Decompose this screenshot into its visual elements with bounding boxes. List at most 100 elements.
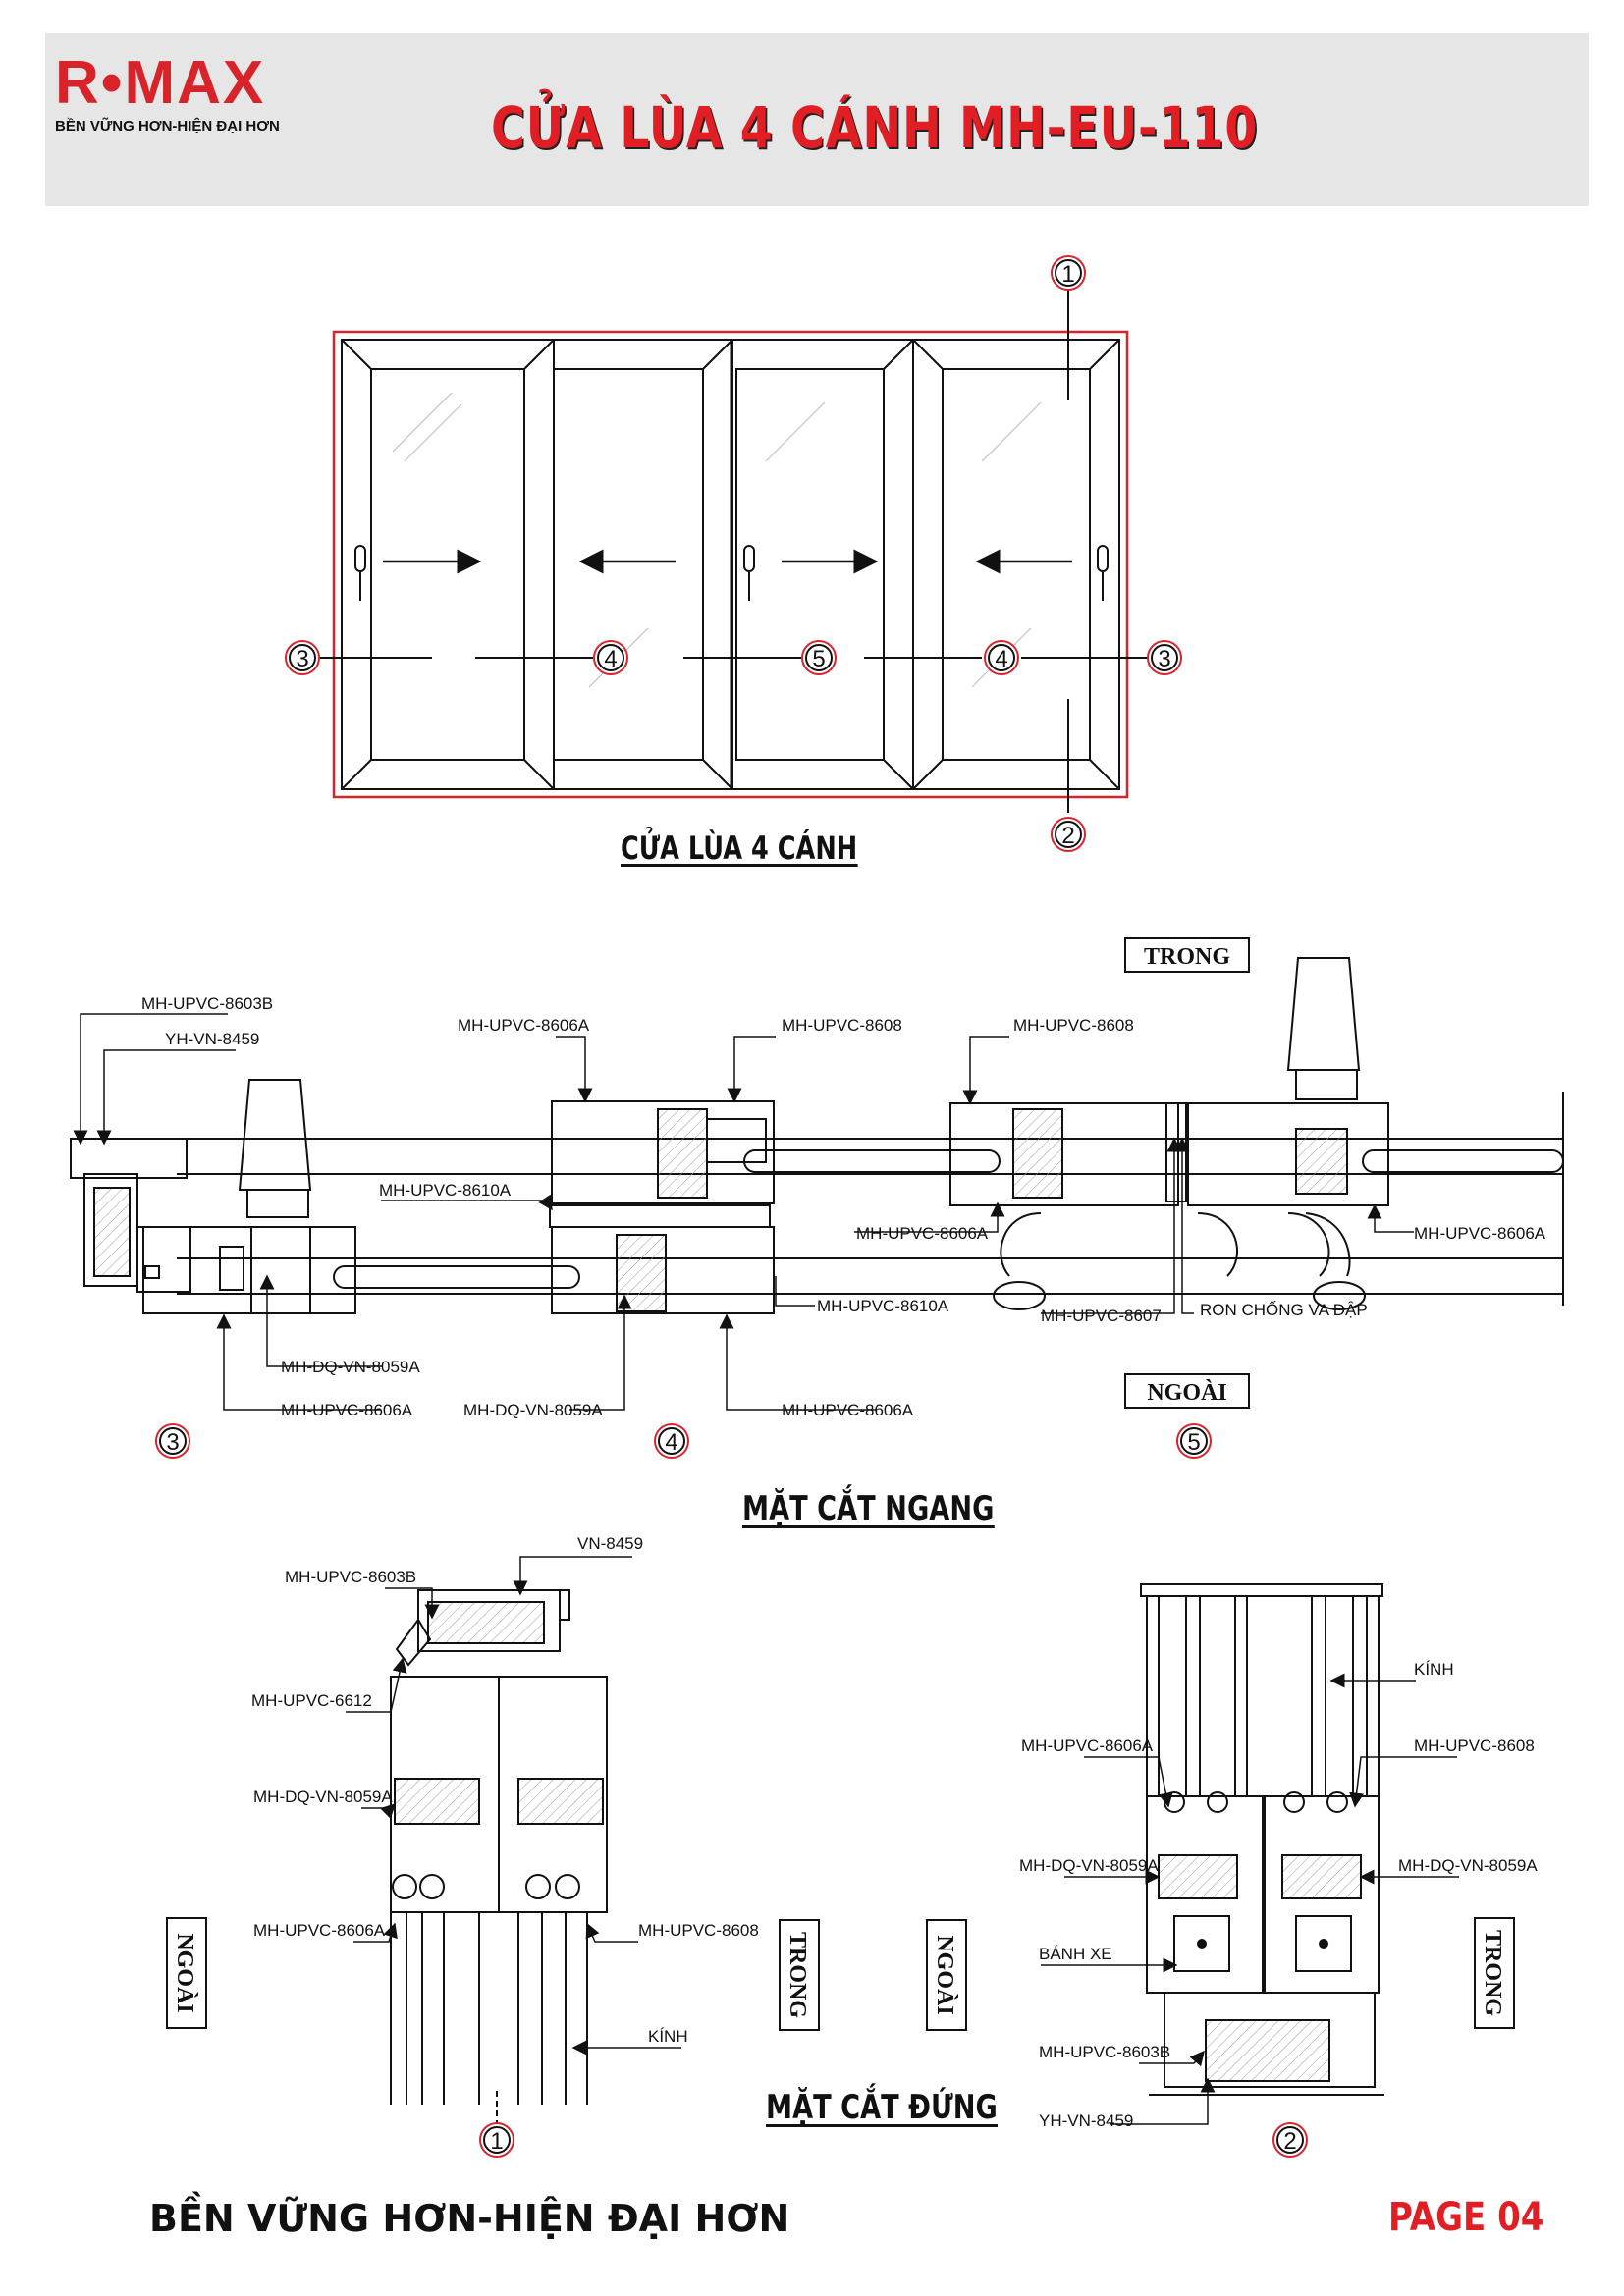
section-cut-lines bbox=[314, 287, 1149, 813]
side-tag-trong-2: TRONG bbox=[1474, 1917, 1515, 2029]
section-markers: 3 4 5 bbox=[155, 1423, 1212, 1459]
marker-5: 5 bbox=[801, 640, 837, 675]
svg-text:5: 5 bbox=[1187, 1429, 1200, 1456]
marker-4-section: 4 bbox=[654, 1423, 689, 1459]
svg-text:3: 3 bbox=[1158, 646, 1170, 672]
side-frame bbox=[70, 1138, 191, 1293]
side-tag-ngoai-2: NGOÀI bbox=[926, 1919, 967, 2031]
vertical-section-left bbox=[390, 1589, 608, 2130]
label-8608-left: MH-UPVC-8608 bbox=[638, 1921, 759, 1940]
label-8059a-left: MH-DQ-VN-8059A bbox=[253, 1788, 393, 1806]
label-8603b: MH-UPVC-8603B bbox=[141, 994, 273, 1013]
label-8606a-left: MH-UPVC-8606A bbox=[253, 1921, 386, 1940]
sash-4 bbox=[912, 339, 1120, 790]
label-8606a-mid: MH-UPVC-8606A bbox=[856, 1224, 989, 1243]
sash-center-right bbox=[949, 1102, 1564, 1206]
label-ron-chong-va-dap: RON CHỐNG VA ĐẬP bbox=[1200, 1300, 1368, 1319]
vertical-section-left-labels: VN-8459 MH-UPVC-8603B MH-UPVC-6612 MH-DQ… bbox=[251, 1534, 759, 2046]
svg-text:4: 4 bbox=[604, 646, 617, 672]
page-title: CỬA LÙA 4 CÁNH MH-EU-110 bbox=[491, 94, 1259, 161]
inside-tag: TRONG bbox=[1124, 937, 1250, 973]
vertical-section-caption: MẶT CẮT ĐỨNG bbox=[766, 2088, 998, 2127]
label-kinh-right: KÍNH bbox=[1414, 1660, 1454, 1679]
label-8607: MH-UPVC-8607 bbox=[1041, 1307, 1162, 1325]
footer-slogan: BỀN VỮNG HƠN-HIỆN ĐẠI HƠN bbox=[149, 2197, 790, 2240]
svg-text:4: 4 bbox=[995, 646, 1007, 672]
elevation-markers: 1 2 3 4 5 4 3 bbox=[285, 255, 1182, 852]
label-6612: MH-UPVC-6612 bbox=[251, 1691, 372, 1710]
side-tag-ngoai-1: NGOÀI bbox=[166, 1917, 207, 2029]
outside-tag: NGOÀI bbox=[1124, 1373, 1250, 1409]
sash-center-left bbox=[549, 1100, 1001, 1314]
svg-text:3: 3 bbox=[166, 1429, 179, 1456]
svg-text:NGOÀI: NGOÀI bbox=[172, 1933, 197, 2012]
label-banh-xe: BÁNH XE bbox=[1039, 1945, 1112, 1963]
vertical-section-right-labels: KÍNH MH-UPVC-8606A MH-UPVC-8608 MH-DQ-VN… bbox=[1019, 1660, 1538, 2130]
handles bbox=[354, 545, 1109, 601]
label-8606a-bottom-2: MH-UPVC-8606A bbox=[782, 1401, 914, 1419]
page-number: PAGE 04 bbox=[1388, 2195, 1544, 2240]
label-8059a-right-l: MH-DQ-VN-8059A bbox=[1019, 1856, 1159, 1875]
brand-tagline: BỀN VỮNG HƠN-HIỆN ĐẠI HƠN bbox=[55, 118, 280, 134]
sash-left bbox=[142, 1226, 580, 1314]
label-8459-right: YH-VN-8459 bbox=[1039, 2111, 1133, 2130]
handle-box-right bbox=[1286, 957, 1361, 1100]
svg-text:1: 1 bbox=[1061, 261, 1074, 288]
svg-text:4: 4 bbox=[665, 1429, 677, 1456]
svg-text:5: 5 bbox=[812, 646, 825, 672]
label-8610a-bottom: MH-UPVC-8610A bbox=[817, 1297, 949, 1315]
elevation-caption: CỬA LÙA 4 CÁNH bbox=[621, 829, 858, 867]
marker-3-section: 3 bbox=[155, 1423, 190, 1459]
label-vn-8459: VN-8459 bbox=[577, 1534, 643, 1553]
vertical-section-left-leaders bbox=[346, 1556, 681, 2056]
label-8459: YH-VN-8459 bbox=[165, 1030, 259, 1048]
label-8608-right: MH-UPVC-8608 bbox=[1414, 1736, 1535, 1755]
sash-3 bbox=[731, 339, 914, 790]
svg-text:1: 1 bbox=[490, 2128, 503, 2155]
svg-text:TRONG: TRONG bbox=[1144, 944, 1230, 970]
horizontal-section-labels: MH-UPVC-8603B YH-VN-8459 MH-UPVC-8606A M… bbox=[141, 994, 1546, 1419]
label-8603b-right: MH-UPVC-8603B bbox=[1039, 2043, 1170, 2061]
marker-4-right: 4 bbox=[984, 640, 1019, 675]
marker-1: 1 bbox=[1051, 255, 1086, 291]
vertical-markers: 1 2 bbox=[479, 2122, 1308, 2158]
marker-3-right: 3 bbox=[1147, 640, 1182, 675]
brand-name: R•MAX bbox=[55, 49, 266, 117]
side-tag-trong-1: TRONG bbox=[779, 1919, 820, 2031]
sash-1 bbox=[341, 339, 555, 790]
bumper-seal bbox=[993, 1212, 1366, 1310]
outer-frame bbox=[332, 330, 1129, 799]
label-8606a-right: MH-UPVC-8606A bbox=[1414, 1224, 1546, 1243]
marker-2: 2 bbox=[1051, 817, 1086, 852]
label-8603b-left: MH-UPVC-8603B bbox=[285, 1568, 416, 1586]
svg-text:NGOÀI: NGOÀI bbox=[932, 1935, 957, 2014]
svg-text:2: 2 bbox=[1283, 2128, 1296, 2155]
vertical-section-right-leaders bbox=[1041, 1673, 1459, 2125]
brand-logo: R•MAX BỀN VỮNG HƠN-HIỆN ĐẠI HƠN bbox=[55, 49, 280, 135]
svg-text:2: 2 bbox=[1061, 823, 1074, 849]
svg-text:TRONG: TRONG bbox=[785, 1932, 810, 2018]
label-8059a-1: MH-DQ-VN-8059A bbox=[281, 1358, 420, 1376]
label-8606a-top: MH-UPVC-8606A bbox=[458, 1016, 590, 1035]
label-8608-b: MH-UPVC-8608 bbox=[1013, 1016, 1134, 1035]
label-8608-a: MH-UPVC-8608 bbox=[782, 1016, 902, 1035]
header-band bbox=[45, 33, 1589, 206]
label-kinh-left: KÍNH bbox=[648, 2027, 688, 2046]
door-elevation bbox=[332, 330, 1129, 799]
horizontal-section-leaders bbox=[73, 1013, 1414, 1411]
vertical-section-right bbox=[1140, 1583, 1384, 2096]
label-8606a-right: MH-UPVC-8606A bbox=[1021, 1736, 1154, 1755]
svg-text:NGOÀI: NGOÀI bbox=[1147, 1380, 1226, 1406]
svg-text:TRONG: TRONG bbox=[1480, 1930, 1505, 2016]
horizontal-section bbox=[70, 957, 1564, 1314]
svg-text:3: 3 bbox=[296, 646, 308, 672]
marker-3-left: 3 bbox=[285, 640, 320, 675]
marker-2-section: 2 bbox=[1272, 2122, 1308, 2158]
marker-5-section: 5 bbox=[1176, 1423, 1212, 1459]
marker-1-section: 1 bbox=[479, 2122, 514, 2158]
sash-2 bbox=[553, 339, 733, 790]
marker-4-left: 4 bbox=[593, 640, 628, 675]
label-8059a-2: MH-DQ-VN-8059A bbox=[463, 1401, 603, 1419]
label-8610a-top: MH-UPVC-8610A bbox=[379, 1181, 512, 1200]
